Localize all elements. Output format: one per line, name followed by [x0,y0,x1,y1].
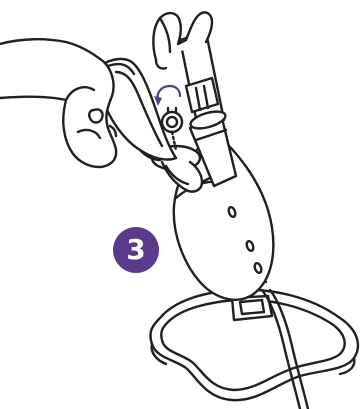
step-number-text: 3 [126,236,145,264]
counter-clockwise-rotate-arrow-icon [154,86,180,106]
step-number-badge: 3 [113,227,159,273]
hand-holding-cup [0,39,116,167]
